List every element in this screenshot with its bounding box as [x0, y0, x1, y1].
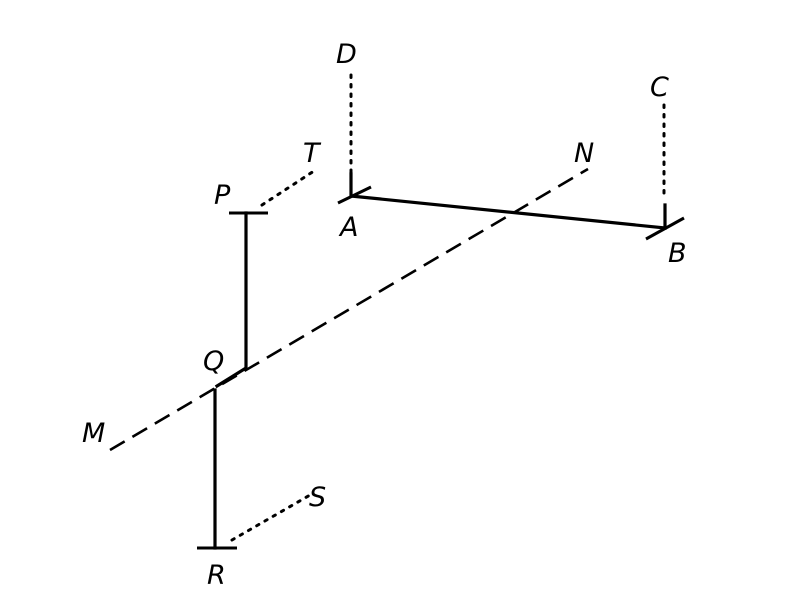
label-n: N [574, 138, 594, 169]
line-mn-dashed [109, 167, 589, 452]
label-c: C [650, 72, 669, 103]
line-pt-dotted [260, 169, 316, 207]
line-rs-dotted [230, 493, 312, 542]
label-s: S [309, 482, 326, 513]
tick-a [337, 185, 372, 205]
label-p: P [214, 180, 231, 211]
label-t: T [303, 138, 322, 169]
label-m: M [82, 418, 105, 449]
segment-p-q [214, 211, 248, 389]
label-a: A [338, 212, 358, 243]
label-d: D [336, 39, 357, 70]
segment-a-b [349, 172, 667, 230]
tick-b [645, 216, 685, 241]
label-b: B [668, 238, 687, 269]
label-q: Q [203, 346, 224, 377]
label-r: R [207, 560, 226, 591]
